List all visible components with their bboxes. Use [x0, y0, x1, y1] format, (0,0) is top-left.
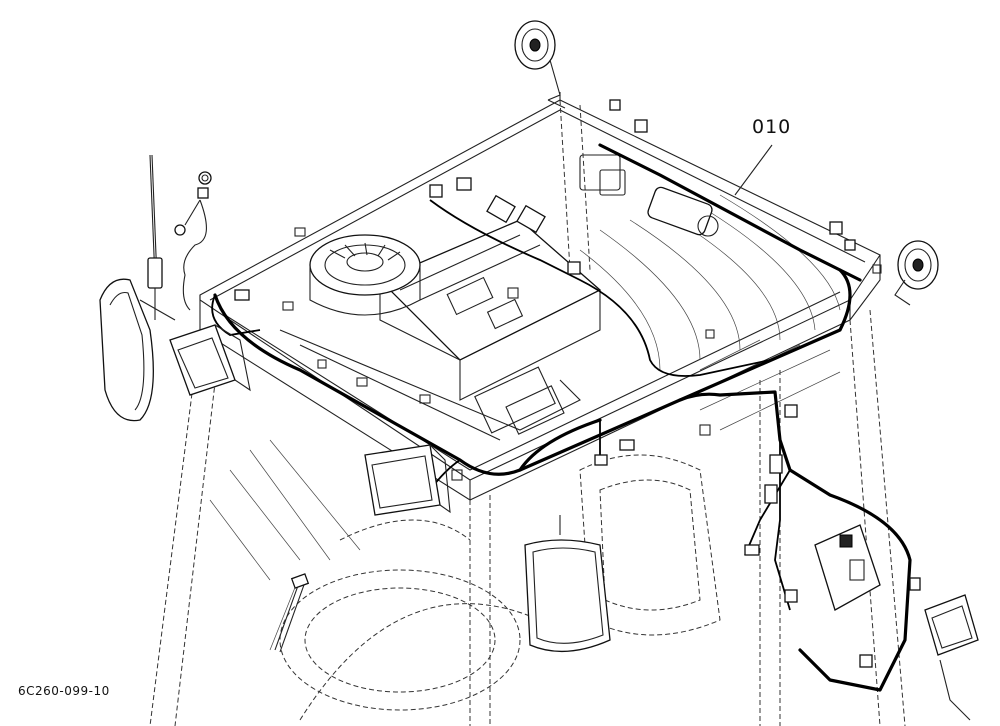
front-work-light-center: [364, 444, 451, 516]
harness-connectors: [234, 99, 921, 668]
part-callout-010: 010: [752, 116, 792, 138]
antenna: [147, 154, 163, 320]
wiper-motor: [579, 154, 719, 237]
steering-wheel-outline: [279, 519, 541, 721]
seat-outline: [579, 454, 721, 636]
interior-mirror: [524, 515, 611, 653]
work-lamp-top: [514, 20, 566, 109]
misc-brackets: [282, 227, 882, 481]
front-glass-hatching: [209, 439, 361, 651]
figure-code: 6C260-099-10: [18, 684, 110, 698]
roof-duct-panel: [279, 329, 581, 441]
front-work-light-left: [169, 324, 251, 396]
fuse-box: [814, 524, 881, 611]
rear-window-hatching: [579, 194, 841, 431]
blower-fan: [309, 234, 421, 316]
roof-console: [378, 219, 602, 401]
cab-pillars: [149, 99, 906, 726]
work-lamp-right: [894, 240, 939, 306]
rear-work-light-right: [924, 594, 979, 721]
callout-leader-010: [734, 144, 773, 196]
wiring-harness-010: [211, 143, 912, 692]
door-handle-rod: [274, 573, 310, 653]
left-side-mirror: [99, 278, 176, 422]
antenna-mount-hardware: [174, 171, 212, 311]
